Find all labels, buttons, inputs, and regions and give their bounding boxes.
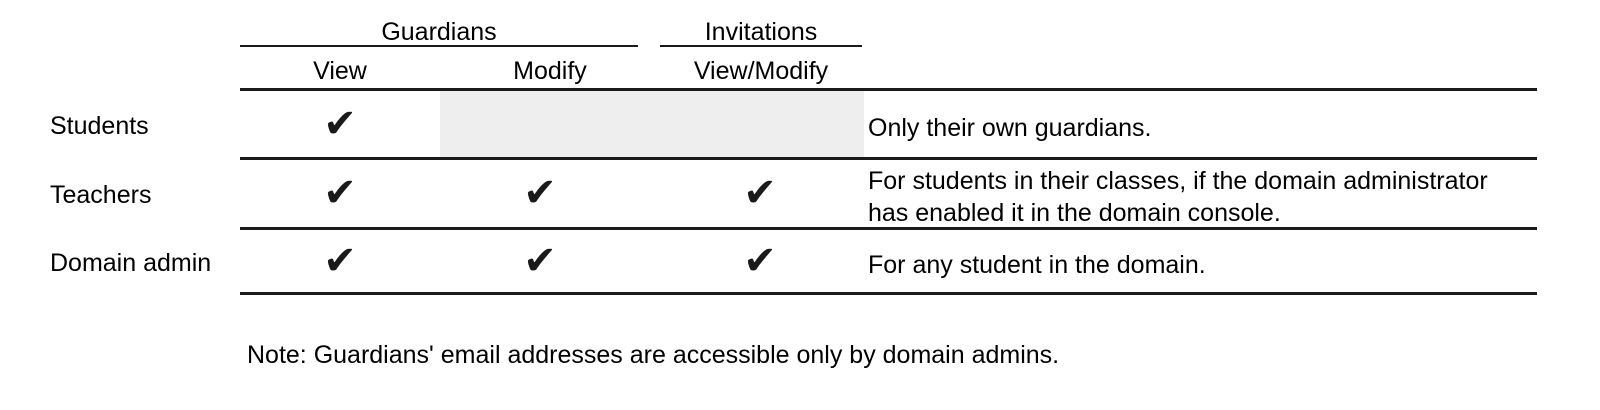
header-bottom-rule bbox=[240, 88, 1537, 91]
table-footnote: Note: Guardians' email addresses are acc… bbox=[247, 341, 1060, 369]
column-group-header-invitations: Invitations bbox=[704, 18, 818, 46]
notes-domain-admin: For any student in the domain. bbox=[868, 251, 1206, 279]
column-header-modify: Modify bbox=[513, 57, 587, 85]
check-teachers-view: ✔ bbox=[323, 170, 357, 216]
notes-teachers: For students in their classes, if the do… bbox=[868, 167, 1488, 227]
check-students-view: ✔ bbox=[323, 101, 357, 147]
check-domain-admin-view-modify: ✔ bbox=[743, 238, 777, 284]
check-domain-admin-view: ✔ bbox=[323, 238, 357, 284]
check-domain-admin-modify: ✔ bbox=[523, 238, 557, 284]
row-rule-after-teachers bbox=[240, 227, 1537, 230]
row-rule-after-students bbox=[240, 157, 1537, 160]
row-label-teachers: Teachers bbox=[50, 181, 152, 209]
notes-students: Only their own guardians. bbox=[868, 114, 1152, 142]
check-teachers-view-modify: ✔ bbox=[743, 170, 777, 216]
table-bottom-rule bbox=[240, 292, 1537, 295]
check-teachers-modify: ✔ bbox=[523, 170, 557, 216]
group-rule-guardians bbox=[240, 45, 638, 47]
column-group-header-guardians: Guardians bbox=[381, 18, 497, 46]
cell-students-modify-disabled bbox=[440, 91, 864, 157]
column-header-view-modify: View/Modify bbox=[693, 57, 829, 85]
group-rule-invitations bbox=[660, 45, 862, 47]
row-label-domain-admin: Domain admin bbox=[50, 249, 212, 277]
column-header-view: View bbox=[313, 57, 367, 85]
row-label-students: Students bbox=[50, 112, 149, 140]
